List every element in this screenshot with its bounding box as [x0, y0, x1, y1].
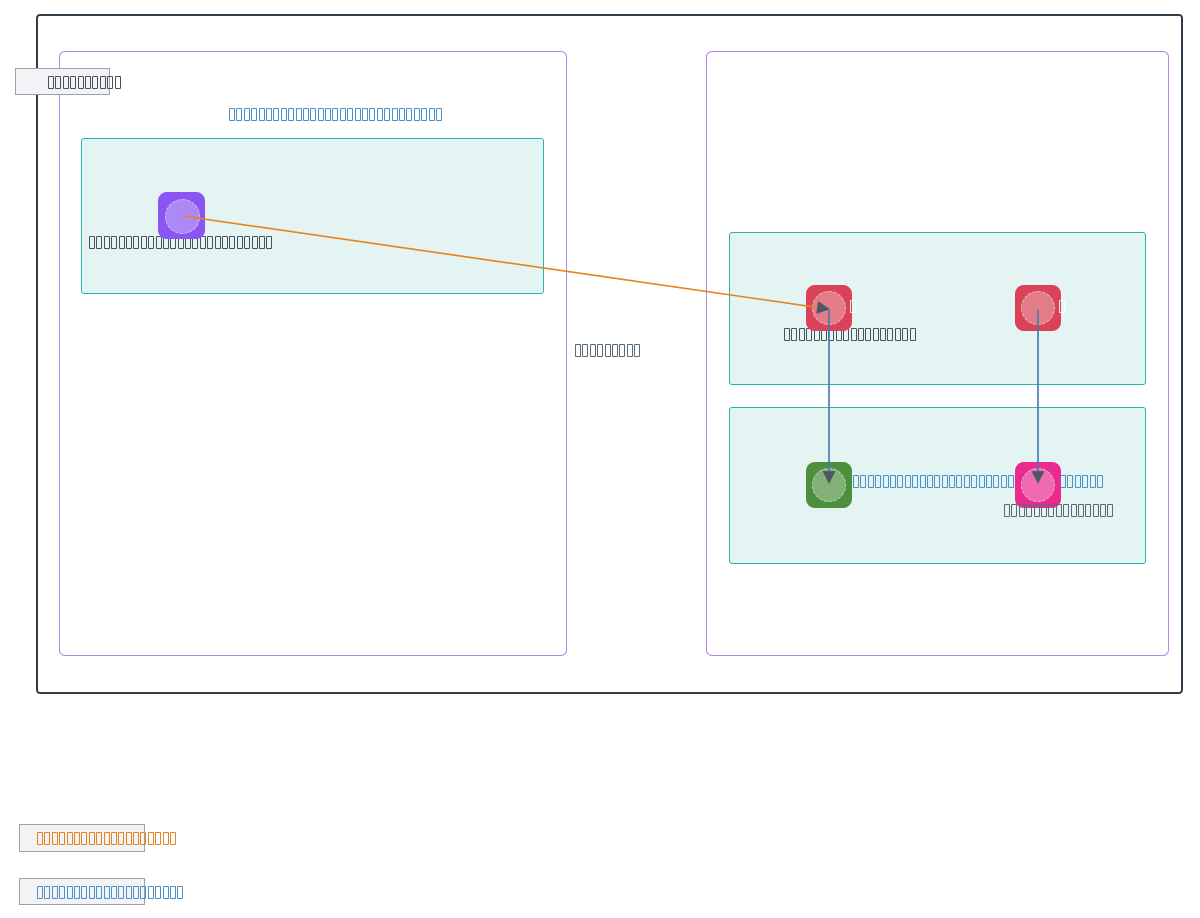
green-node-label — [853, 475, 1104, 488]
right-bottom-teal-box[interactable] — [729, 407, 1146, 564]
left-zone-box[interactable] — [59, 51, 567, 656]
icon-circle — [812, 291, 846, 325]
legend-item-1-box[interactable] — [19, 824, 177, 852]
right-top-teal-box[interactable] — [729, 232, 1146, 385]
legend-item-1-label — [37, 832, 177, 845]
icon-circle — [812, 468, 846, 502]
container-label — [48, 76, 122, 89]
container-label-box[interactable] — [15, 68, 121, 95]
legend-item-2-label — [37, 886, 185, 899]
left-zone-title — [229, 108, 443, 121]
red-node-2-badge — [1059, 300, 1066, 313]
red-node-1-label — [784, 328, 917, 341]
green-node-icon[interactable] — [806, 462, 852, 508]
icon-circle — [165, 199, 200, 234]
red-node-icon-1[interactable] — [806, 285, 852, 331]
gap-label — [575, 344, 642, 357]
outer-container-box[interactable] — [36, 14, 1183, 694]
red-node-icon-2[interactable] — [1015, 285, 1061, 331]
icon-circle — [1021, 468, 1055, 502]
left-teal-box[interactable] — [81, 138, 544, 294]
pink-node-icon[interactable] — [1015, 462, 1061, 508]
pink-node-label — [1004, 504, 1115, 517]
icon-circle — [1021, 291, 1055, 325]
legend-item-2-box[interactable] — [19, 878, 184, 905]
purple-node-icon[interactable] — [158, 192, 205, 239]
right-zone-box[interactable] — [706, 51, 1169, 656]
red-node-1-badge — [850, 300, 857, 313]
